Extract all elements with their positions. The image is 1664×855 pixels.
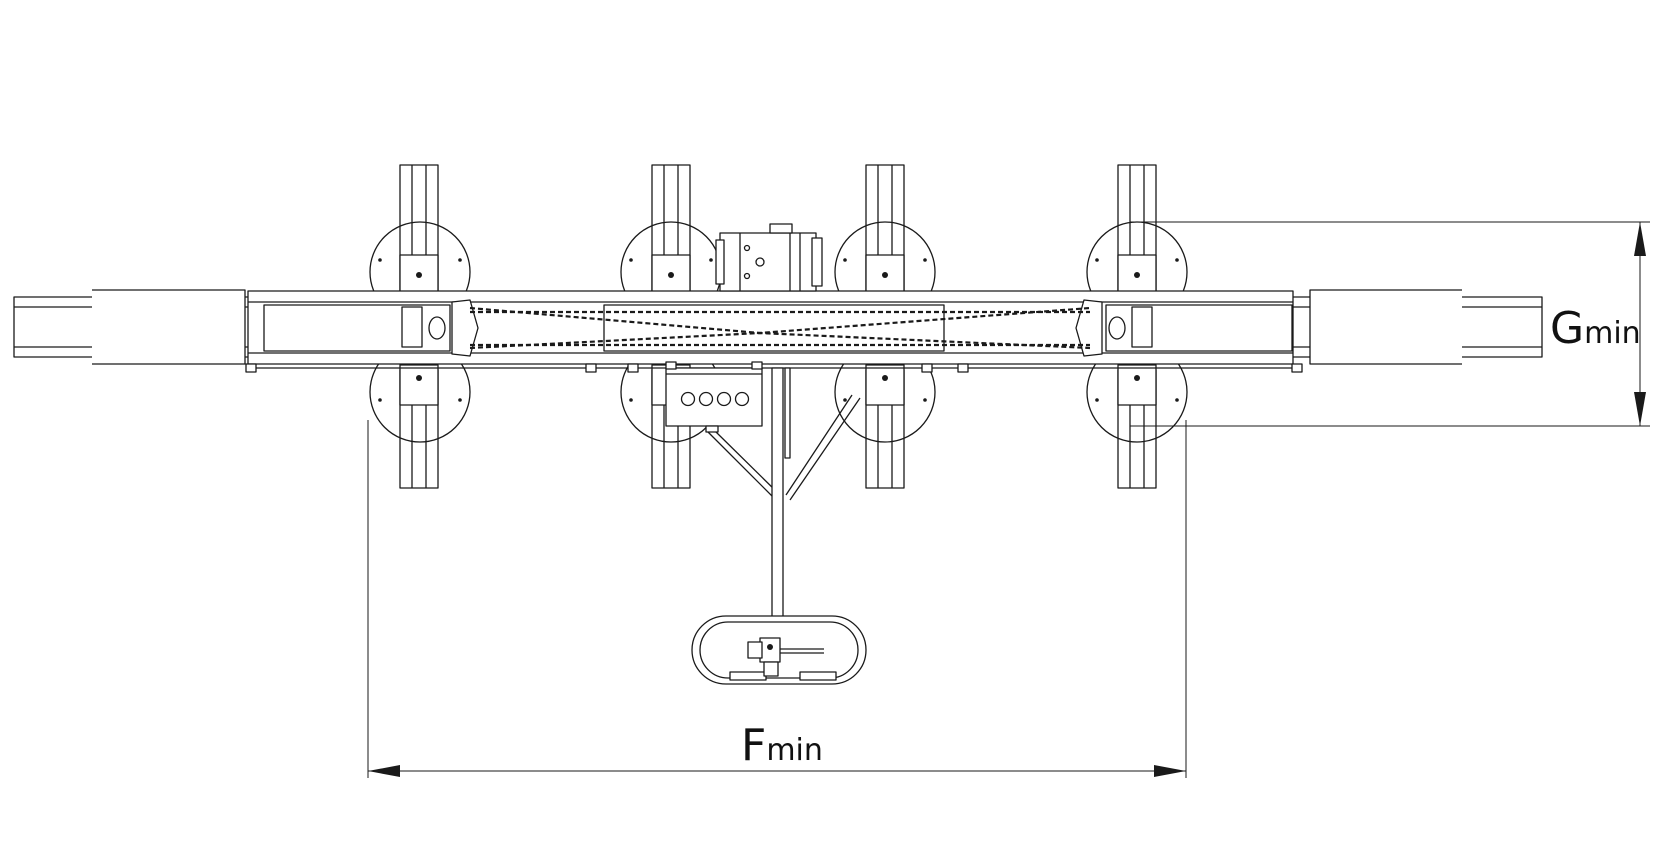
handle-loop — [691, 615, 867, 685]
dimension-label-g: Gmin — [1550, 303, 1641, 354]
dimension-g — [1130, 221, 1650, 427]
chains — [469, 306, 1091, 350]
motor — [715, 223, 823, 292]
dimension-label-f: Fmin — [741, 720, 823, 771]
beam-bolts — [245, 363, 1303, 373]
fastener-dots — [378, 258, 1179, 402]
main-beam — [13, 289, 1543, 369]
control-box — [665, 361, 763, 433]
dimension-f — [367, 420, 1187, 778]
end-hubs — [401, 299, 1153, 357]
